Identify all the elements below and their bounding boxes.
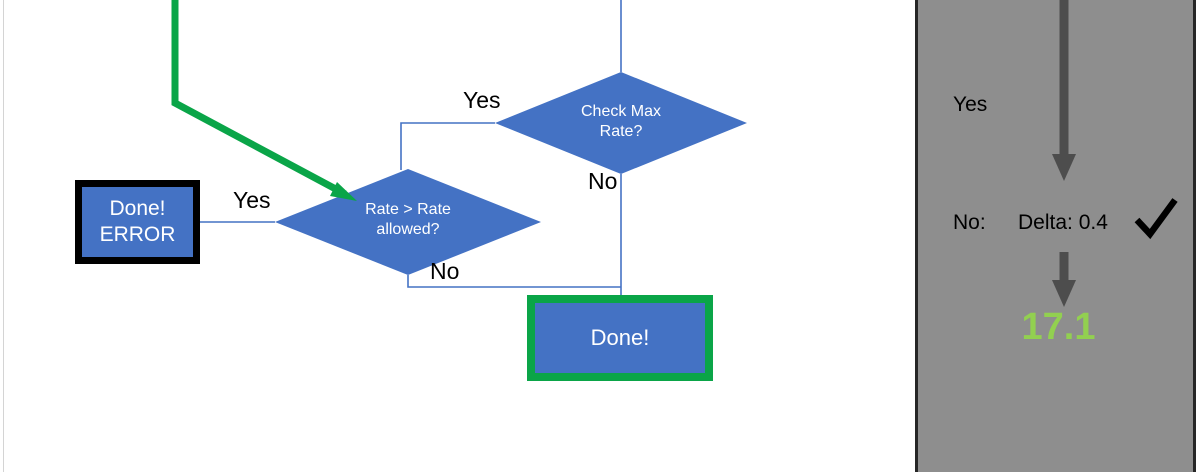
decision-rate-gt-rate-allowed[interactable] xyxy=(275,169,541,275)
panel-no-label: No: xyxy=(953,211,986,234)
panel-arrow-top-icon xyxy=(1052,0,1076,181)
terminator-done[interactable]: Done! xyxy=(527,295,713,381)
panel-result-value: 17.1 xyxy=(1021,306,1096,348)
connector-check-max-rate-yes xyxy=(400,122,495,170)
terminator-done-label: Done! xyxy=(590,325,650,351)
decision-check-max-rate[interactable] xyxy=(495,72,747,174)
panel-arrow-bottom-icon xyxy=(1052,252,1076,307)
edge-label-yes-rate-allowed: Yes xyxy=(233,187,271,213)
green-highlight-arrow xyxy=(171,0,357,201)
slide-left-edge xyxy=(3,0,4,472)
check-mark-icon xyxy=(1134,198,1178,240)
terminator-done-error[interactable]: Done! ERROR xyxy=(75,180,200,264)
panel-yes-label: Yes xyxy=(953,93,988,116)
connector-rate-allowed-no xyxy=(407,275,621,288)
edge-label-yes-check-max-rate: Yes xyxy=(463,87,501,113)
edge-label-no-check-max-rate: No xyxy=(588,168,618,194)
panel-delta-value: Delta: 0.4 xyxy=(1018,211,1108,234)
status-panel: Yes No: Delta: 0.4 17.1 xyxy=(915,0,1196,472)
terminator-done-error-label: Done! ERROR xyxy=(99,196,176,246)
edge-label-no-rate-allowed: No xyxy=(430,258,460,284)
